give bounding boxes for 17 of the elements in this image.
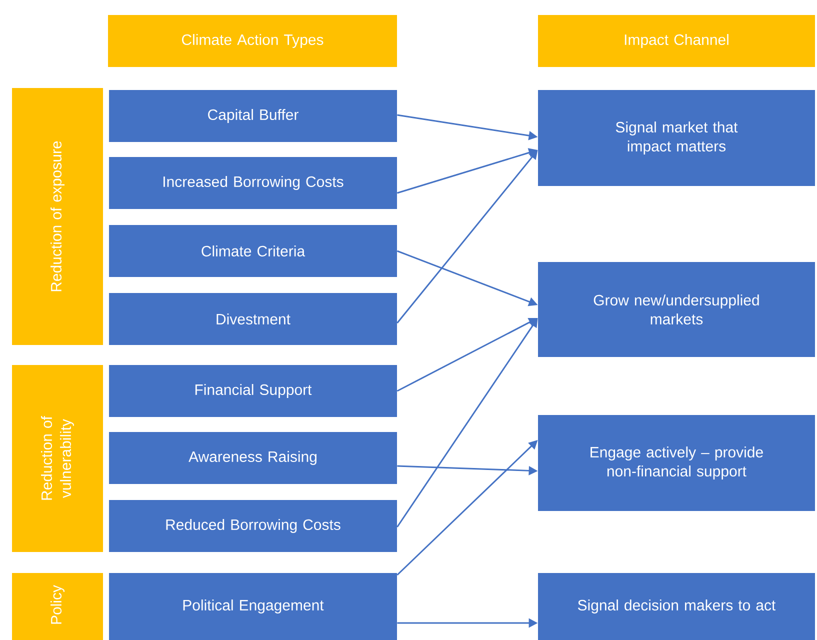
action-box: Awareness Raising — [109, 432, 397, 484]
category-band: Reduction of exposure — [12, 88, 103, 345]
action-box: Capital Buffer — [109, 90, 397, 142]
category-band: Policy — [12, 573, 103, 640]
header-box: Impact Channel — [538, 15, 815, 67]
header-box: Climate Action Types — [108, 15, 397, 67]
action-box: Climate Criteria — [109, 225, 397, 277]
channel-box: Grow new/undersupplied markets — [538, 262, 815, 357]
action-box: Divestment — [109, 293, 397, 345]
channel-box: Signal market that impact matters — [538, 90, 815, 186]
channel-box: Engage actively – provide non-financial support — [538, 415, 815, 511]
channel-box: Signal decision makers to act — [538, 573, 815, 640]
action-box: Financial Support — [109, 365, 397, 417]
action-box: Reduced Borrowing Costs — [109, 500, 397, 552]
action-box: Political Engagement — [109, 573, 397, 640]
action-box: Increased Borrowing Costs — [109, 157, 397, 209]
category-band: Reduction of vulnerability — [12, 365, 103, 552]
